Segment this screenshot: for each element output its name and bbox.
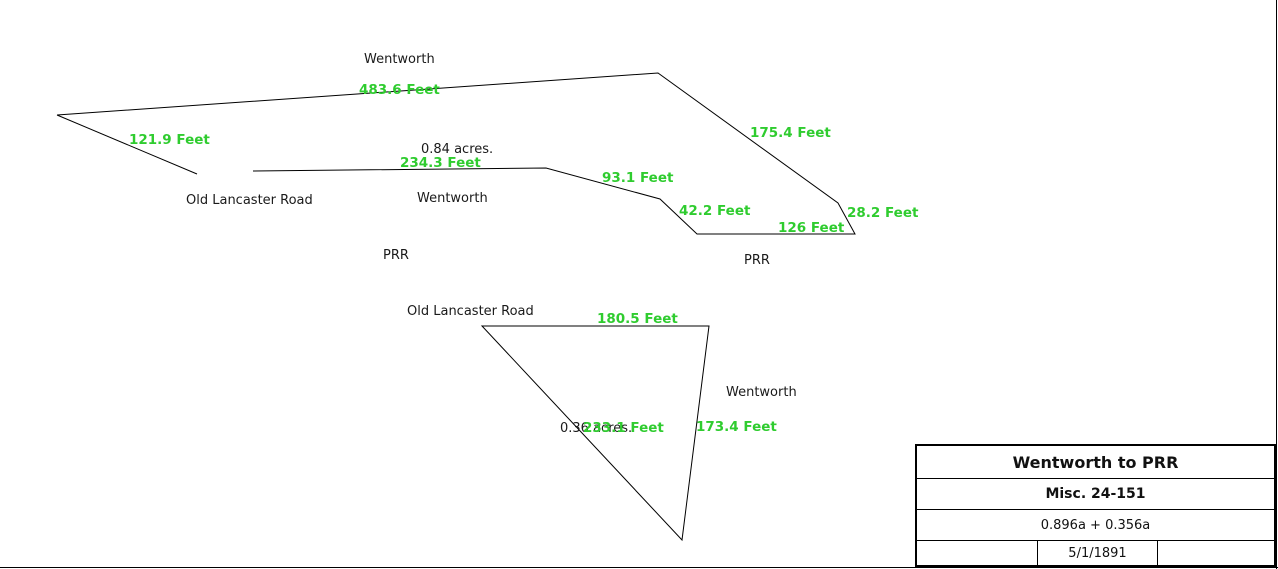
adjoiner-prr-left: PRR	[383, 248, 409, 263]
frame-bottom-border	[0, 567, 1278, 568]
adjoiner-old-lancaster-road-lower: Old Lancaster Road	[407, 304, 534, 319]
dimension-label: 126 Feet	[778, 220, 845, 236]
title-block: Wentworth to PRR Misc. 24-151 0.896a + 0…	[915, 444, 1276, 567]
parcel-1-boundary	[56, 72, 856, 235]
title-block-title: Wentworth to PRR	[917, 446, 1274, 479]
dimension-label: 234.3 Feet	[400, 155, 481, 171]
dimension-label: 121.9 Feet	[129, 132, 210, 148]
dimension-label: 28.2 Feet	[847, 205, 919, 221]
parcel-2-boundary	[480, 325, 710, 542]
adjoiner-wentworth-inner: Wentworth	[417, 191, 488, 206]
dimension-label: 42.2 Feet	[679, 203, 751, 219]
dimension-label: 173.4 Feet	[696, 419, 777, 435]
parcel-1-area-label: 0.84 acres.	[421, 142, 493, 157]
dimension-label: 483.6 Feet	[359, 82, 440, 98]
title-block-reference: Misc. 24-151	[917, 479, 1274, 510]
title-block-cell-right	[1158, 541, 1274, 565]
title-block-area: 0.896a + 0.356a	[917, 510, 1274, 541]
title-block-cell-left	[917, 541, 1038, 565]
dimension-label: 175.4 Feet	[750, 125, 831, 141]
adjoiner-old-lancaster-road-upper: Old Lancaster Road	[186, 193, 313, 208]
dimension-label: 233.1 Feet	[583, 420, 664, 436]
parcel-2-area-label: 0.36 acres.	[560, 421, 632, 436]
frame-right-border	[1276, 0, 1277, 569]
title-block-date-row: 5/1/1891	[917, 541, 1274, 565]
title-block-date: 5/1/1891	[1038, 541, 1158, 565]
adjoiner-prr-right: PRR	[744, 253, 770, 268]
dimension-label: 93.1 Feet	[602, 170, 674, 186]
adjoiner-wentworth-lower: Wentworth	[726, 385, 797, 400]
adjoiner-wentworth-top: Wentworth	[364, 52, 435, 67]
dimension-label: 180.5 Feet	[597, 311, 678, 327]
